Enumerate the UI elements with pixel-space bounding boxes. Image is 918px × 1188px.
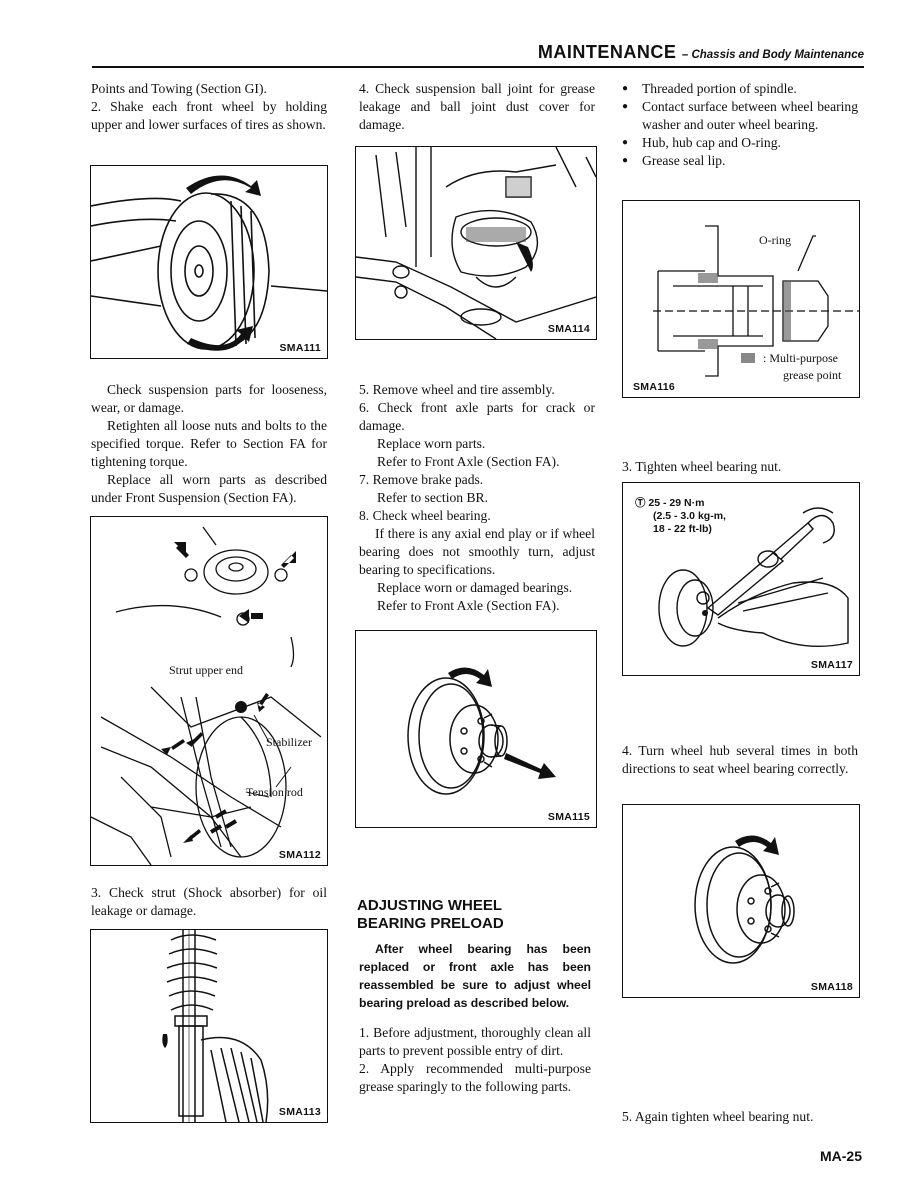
col1-para: Retighten all loose nuts and bolts to th… <box>91 418 327 469</box>
col2-step: 2. Apply recommended multi-purpose greas… <box>359 1061 591 1094</box>
col2-mid-text: 5. Remove wheel and tire assembly. 6. Ch… <box>359 381 595 615</box>
header-title: MAINTENANCE <box>537 42 677 62</box>
label-tension-rod: Tension rod <box>246 785 303 799</box>
figure-code: SMA116 <box>633 381 676 393</box>
header-subtitle: – Chassis and Body Maintenance <box>681 49 864 61</box>
col2-para: 4. Check suspension ball joint for greas… <box>359 81 595 132</box>
torque-line-2: (2.5 - 3.0 kg-m, <box>653 510 726 522</box>
col2-bottom-text: After wheel bearing has been replaced or… <box>359 940 591 1096</box>
figure-code: SMA114 <box>547 323 590 335</box>
col2-substep: Refer to section BR. <box>377 490 488 505</box>
page-header: MAINTENANCE – Chassis and Body Maintenan… <box>92 42 864 68</box>
torque-line-1: 25 - 29 N·m <box>648 497 705 509</box>
col1-para: 2. Shake each front wheel by holding upp… <box>91 99 327 132</box>
figure-sma118: SMA118 <box>622 804 860 998</box>
bold-note: After wheel bearing has been replaced or… <box>359 942 591 1010</box>
page-number: MA-25 <box>819 1148 862 1164</box>
torque-wrench-illustration <box>658 507 849 647</box>
col2-substep: If there is any axial end play or if whe… <box>359 526 595 577</box>
col1-bottom-text: 3. Check strut (Shock absorber) for oil … <box>91 884 327 920</box>
legend-grease-1: : Multi-purpose <box>763 351 838 365</box>
figure-sma114: SMA114 <box>355 146 597 340</box>
hub-rotate-illustration <box>407 667 556 795</box>
heading-line: BEARING PRELOAD <box>357 915 504 932</box>
strut-oil-illustration <box>162 930 269 1122</box>
col2-substep: Replace worn or damaged bearings. <box>377 580 573 595</box>
bullet-item: Contact surface between wheel bearing wa… <box>622 98 858 134</box>
col2-substep: Refer to Front Axle (Section FA). <box>377 454 560 469</box>
legend-grease-2: grease point <box>783 368 842 382</box>
col1-mid-text: Check suspension parts for looseness, we… <box>91 381 327 507</box>
figure-code: SMA118 <box>810 981 853 993</box>
col3-step: 3. Tighten wheel bearing nut. <box>622 459 782 474</box>
col3-step: 5. Again tighten wheel bearing nut. <box>622 1109 814 1124</box>
hub-seat-illustration <box>694 835 795 964</box>
col1-top-text: Points and Towing (Section GI). 2. Shake… <box>91 80 327 134</box>
figure-sma113: SMA113 <box>90 929 328 1123</box>
bullet-item: Grease seal lip. <box>622 152 858 170</box>
figure-sma116: O-ring : Multi-purpose grease point SMA1… <box>622 200 860 398</box>
label-strut-upper-end: Strut upper end <box>169 663 243 677</box>
figure-sma117: Ⓣ 25 - 29 N·m (2.5 - 3.0 kg-m, 18 - 22 f… <box>622 482 860 676</box>
col2-step: 5. Remove wheel and tire assembly. <box>359 382 555 397</box>
col3-step4: 4. Turn wheel hub several times in both … <box>622 742 858 778</box>
col3-step3: 3. Tighten wheel bearing nut. <box>622 458 858 476</box>
col2-step: 8. Check wheel bearing. <box>359 508 491 523</box>
col3-bullets: Threaded portion of spindle. Contact sur… <box>622 80 858 170</box>
col1-para: 3. Check strut (Shock absorber) for oil … <box>91 885 327 918</box>
bullet-item: Threaded portion of spindle. <box>622 80 858 98</box>
label-stabilizer: Stabilizer <box>266 735 312 749</box>
col3-step: 4. Turn wheel hub several times in both … <box>622 743 858 776</box>
col1-para: Replace all worn parts as described unde… <box>91 472 327 505</box>
header-title-wrap: MAINTENANCE – Chassis and Body Maintenan… <box>538 42 864 63</box>
col2-step: 7. Remove brake pads. <box>359 472 484 487</box>
figure-sma115: SMA115 <box>355 630 597 828</box>
col3-step5: 5. Again tighten wheel bearing nut. <box>622 1108 858 1126</box>
section-heading: ADJUSTING WHEEL BEARING PRELOAD <box>357 897 597 933</box>
strut-mount-illustration <box>91 526 322 865</box>
col2-substep: Refer to Front Axle (Section FA). <box>377 598 560 613</box>
ball-joint-illustration <box>356 147 596 339</box>
col1-para: Check suspension parts for looseness, we… <box>91 382 327 415</box>
figure-sma111: SMA111 <box>90 165 328 359</box>
col2-substep: Replace worn parts. <box>377 436 486 451</box>
figure-sma112: Strut upper end Stabilizer Tension rod S… <box>90 516 328 866</box>
figure-code: SMA113 <box>278 1106 321 1118</box>
grease-points-illustration <box>653 225 859 377</box>
col2-step: 1. Before adjustment, thoroughly clean a… <box>359 1025 591 1058</box>
col2-step: 6. Check front axle parts for crack or d… <box>359 400 595 433</box>
figure-code: SMA115 <box>547 811 590 823</box>
torque-icon: Ⓣ <box>635 497 646 509</box>
torque-line-3: 18 - 22 ft-lb) <box>653 523 712 535</box>
torque-spec: Ⓣ 25 - 29 N·m (2.5 - 3.0 kg-m, 18 - 22 f… <box>635 497 726 536</box>
bullet-item: Hub, hub cap and O-ring. <box>622 134 858 152</box>
heading-line: ADJUSTING WHEEL <box>357 897 503 914</box>
col1-para: Points and Towing (Section GI). <box>91 81 267 96</box>
col2-top-text: 4. Check suspension ball joint for greas… <box>359 80 595 134</box>
figure-code: SMA111 <box>279 342 321 354</box>
figure-code: SMA112 <box>278 849 321 861</box>
figure-code: SMA117 <box>810 659 853 671</box>
label-o-ring: O-ring <box>759 233 791 247</box>
tire-shake-illustration <box>91 175 327 351</box>
